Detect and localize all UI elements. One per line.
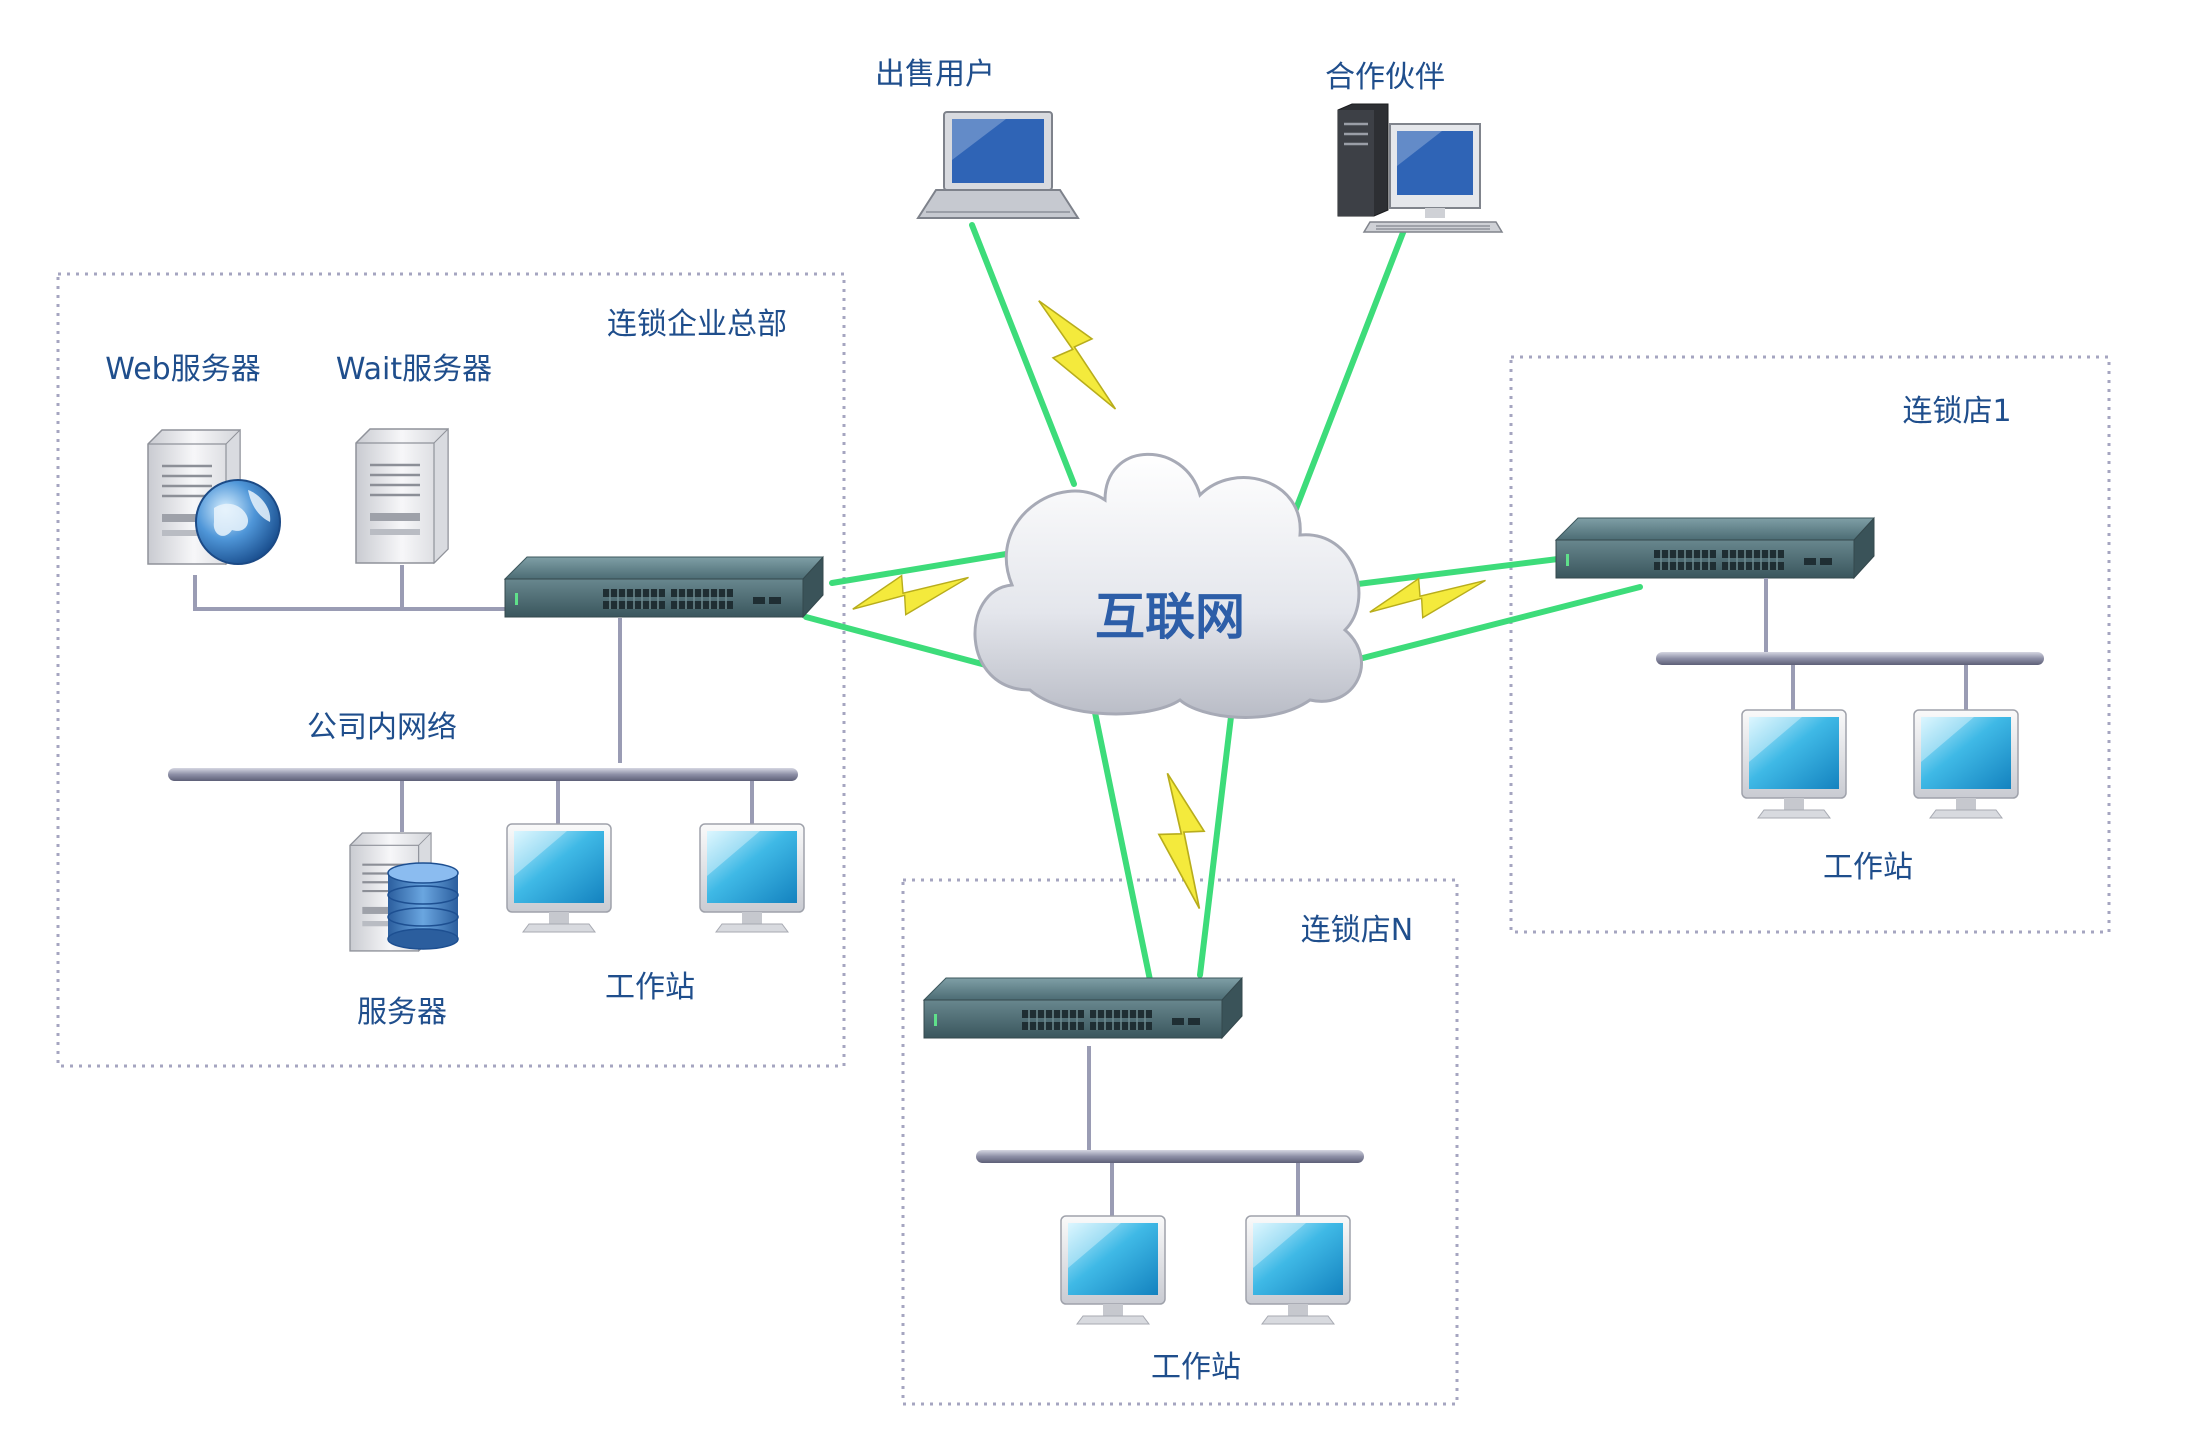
hq-workstation-label: 工作站 — [605, 970, 695, 1005]
wan-links — [803, 222, 1643, 983]
monitor-icon — [1060, 1215, 1166, 1325]
wait-server-icon — [354, 427, 450, 565]
wait-server-label: Wait服务器 — [336, 352, 492, 387]
storeN-workstation-label: 工作站 — [1151, 1350, 1241, 1385]
seller-users-label: 出售用户 — [875, 57, 995, 92]
store1-lan-bus — [1656, 652, 2044, 665]
intranet-label: 公司内网络 — [307, 710, 457, 745]
database-icon — [387, 862, 459, 950]
link-store1-a — [1323, 556, 1561, 591]
link-hq-b — [803, 614, 1015, 675]
monitor-icon — [1913, 709, 2019, 819]
db-server-label: 服务器 — [357, 995, 447, 1030]
store1-switch-icon — [1555, 517, 1875, 579]
internet-label: 互联网 — [1095, 588, 1245, 646]
desktop-computer-icon — [1337, 103, 1504, 233]
hq-title: 连锁企业总部 — [607, 307, 787, 342]
storeN-border — [901, 878, 1459, 1406]
web-server-icon — [146, 428, 281, 566]
link-hq-a — [829, 546, 1039, 586]
link-storeN-b — [1197, 697, 1236, 978]
storeN-switch-icon — [923, 977, 1243, 1039]
intranet-bus — [168, 768, 798, 781]
link-partner — [1284, 227, 1407, 535]
store1-title: 连锁店1 — [1902, 394, 2011, 429]
store1-border — [1509, 355, 2111, 934]
internet-cloud: 互联网 — [973, 452, 1363, 719]
link-seller — [969, 222, 1077, 487]
monitor-icon — [699, 823, 805, 933]
monitor-icon — [1245, 1215, 1351, 1325]
web-server-label: Web服务器 — [105, 352, 260, 387]
store1-workstation-label: 工作站 — [1823, 850, 1913, 885]
hq-wiring — [193, 565, 754, 832]
storeN-title: 连锁店N — [1301, 913, 1413, 948]
hq-border — [56, 272, 846, 1068]
hq-switch-icon — [504, 556, 824, 618]
database-server-icon — [348, 831, 459, 953]
laptop-icon — [916, 111, 1080, 219]
link-storeN-a — [1089, 695, 1153, 983]
store1-wiring — [1764, 578, 1968, 710]
storeN-wiring — [1087, 1046, 1300, 1216]
storeN-lan-bus — [976, 1150, 1364, 1163]
monitor-icon — [506, 823, 612, 933]
link-store1-b — [1352, 584, 1643, 663]
monitor-icon — [1741, 709, 1847, 819]
lightning-icon — [1038, 289, 1117, 421]
partners-label: 合作伙伴 — [1325, 60, 1445, 95]
